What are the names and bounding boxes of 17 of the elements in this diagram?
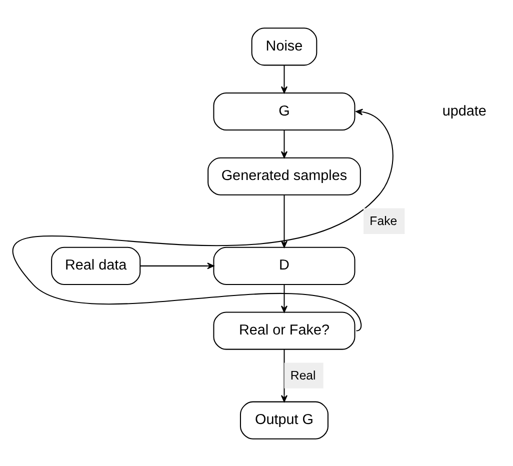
arrow [280, 130, 288, 158]
node-box: Real data [51, 246, 141, 284]
edge-label: Fake [370, 213, 398, 228]
arrow [280, 284, 288, 312]
arrow [140, 262, 214, 269]
node-box: Real or Fake? [213, 311, 356, 350]
label: update [442, 102, 486, 119]
node-box: Noise [251, 27, 318, 66]
arrow [14, 108, 394, 331]
node-box: D [213, 246, 356, 284]
arrow [280, 194, 288, 248]
edge-label: Real [290, 368, 316, 382]
node-box: Generated samples [208, 156, 361, 195]
node-box: Output G [240, 400, 328, 439]
node-box: G [213, 92, 356, 130]
arrow [280, 349, 288, 402]
arrow [280, 65, 288, 93]
